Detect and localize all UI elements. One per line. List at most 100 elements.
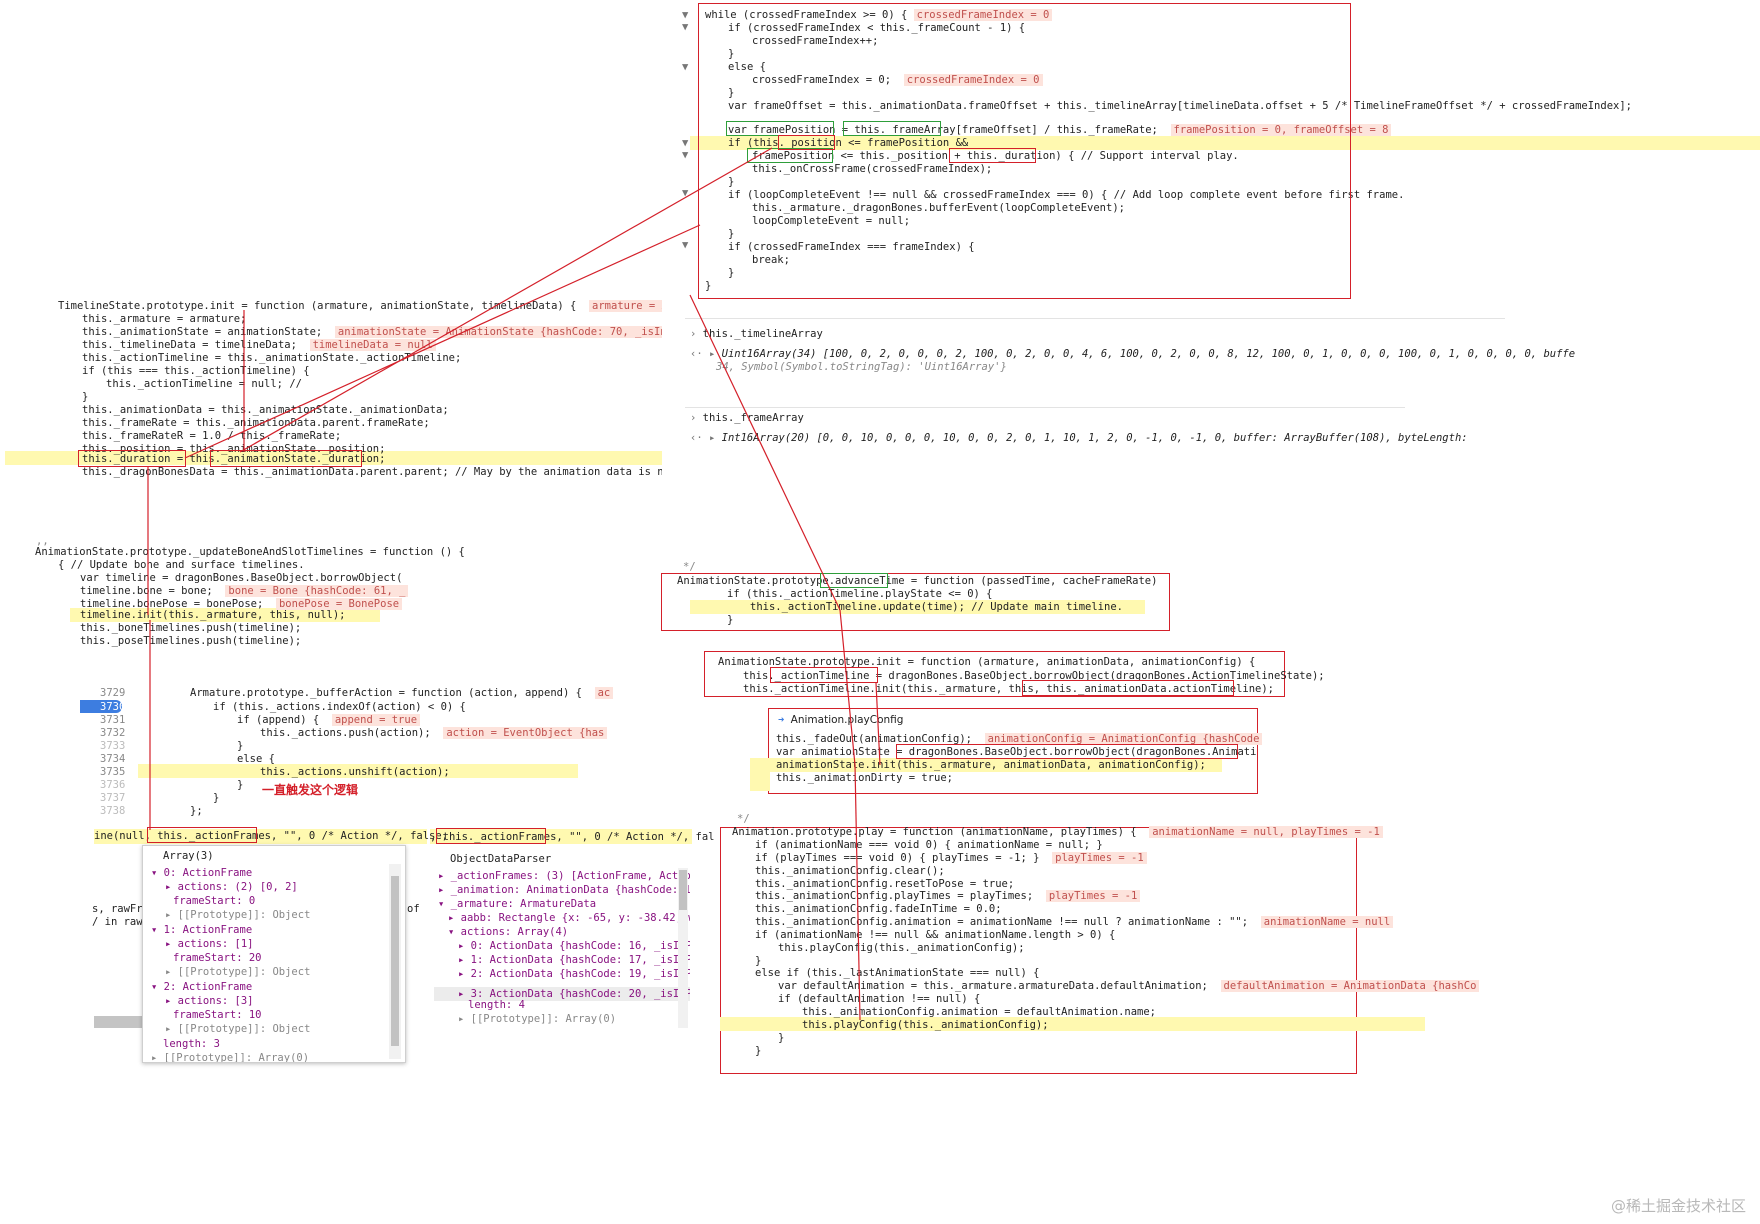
code-line: this._armature._dragonBones.bufferEvent(… <box>752 202 1125 214</box>
code-line: if (loopCompleteEvent !== null && crosse… <box>728 189 1405 201</box>
code-line: crossedFrameIndex++; <box>752 35 879 47</box>
code-line: this.playConfig(this._animationConfig); <box>778 942 1025 954</box>
code-line: , this._actionFrames, "", 0 /* Action */… <box>430 831 715 843</box>
console-result[interactable]: ‹· ▸ Int16Array(20) [0, 0, 10, 0, 0, 0, … <box>690 432 1468 444</box>
code-line: if (animationName !== null && animationN… <box>755 929 1116 941</box>
console-panel: › this._timelineArray ‹· ▸ Uint16Array(3… <box>685 322 1575 452</box>
code-line: this._timelineData = timelineData; timel… <box>82 338 436 352</box>
fold-arrow-icon[interactable]: ▼ <box>682 61 689 73</box>
code-line: animationState.init(this._armature, anim… <box>776 759 1206 771</box>
tree-item[interactable]: ▸ actions: [3] <box>165 995 254 1007</box>
tree-item[interactable]: ▸ aabb: Rectangle {x: -65, y: -38.42, w <box>448 912 690 924</box>
highlight-box-animation-data-action-timeline <box>1022 680 1234 696</box>
code-line: this.playConfig(this._animationConfig); <box>802 1019 1049 1031</box>
fold-arrow-icon[interactable]: ▼ <box>682 239 689 251</box>
code-line: timeline.bonePose = bonePose; bonePose =… <box>80 597 403 611</box>
console-expression[interactable]: › this._frameArray <box>690 412 804 424</box>
code-line: this._animationConfig.animation = animat… <box>755 915 1394 929</box>
code-line: var defaultAnimation = this._armature.ar… <box>778 979 1480 993</box>
active-line-number[interactable]: 3730 <box>100 701 126 713</box>
code-line: crossedFrameIndex = 0; crossedFrameIndex… <box>752 73 1043 87</box>
code-line: } <box>237 779 244 791</box>
parser-scrollbar-thumb[interactable] <box>679 870 687 910</box>
highlight-box-state-init <box>704 651 1285 697</box>
highlight-box-action-frames <box>147 827 257 843</box>
fold-arrow-icon[interactable]: ▼ <box>682 149 689 161</box>
code-line: this._actionTimeline = dragonBones.BaseO… <box>743 670 1325 682</box>
tree-item[interactable]: ▸ [[Prototype]]: Object <box>165 1023 311 1035</box>
tree-item[interactable]: ▸ _actionFrames: (3) [ActionFrame, Actio <box>438 870 690 882</box>
code-line: else if (this._lastAnimationState === nu… <box>755 967 1040 979</box>
tree-item[interactable]: ▸ [[Prototype]]: Array(0) <box>458 1013 617 1025</box>
console-expression[interactable]: › this._timelineArray <box>690 328 823 340</box>
tree-item: length: 3 <box>163 1038 220 1050</box>
breakpoint-marker[interactable] <box>80 700 122 713</box>
tree-item[interactable]: ▾ actions: Array(4) <box>448 926 569 938</box>
array-inspect-popup[interactable]: Array(3) ▾ 0: ActionFrame ▸ actions: (2)… <box>142 845 406 1063</box>
tree-item[interactable]: ▾ _armature: ArmatureData <box>438 898 597 910</box>
code-line: } <box>237 740 244 752</box>
code-line: } <box>213 792 220 804</box>
highlight-box-play-config <box>768 708 1258 794</box>
code-line: this._actions.push(action); action = Eve… <box>260 726 608 740</box>
highlight-box-this-duration <box>78 450 186 467</box>
code-line: AnimationState.prototype.advanceTime = f… <box>677 575 1158 587</box>
code-line: } <box>755 1045 762 1057</box>
code-line: }; <box>190 805 203 817</box>
popup-scrollbar-thumb[interactable] <box>391 876 399 1046</box>
tree-item[interactable]: ▸ [[Prototype]]: Object <box>165 909 311 921</box>
arrow-right-icon: ➜ <box>778 714 785 726</box>
fold-arrow-icon[interactable]: ▼ <box>682 187 689 199</box>
code-line: Animation.prototype.play = function (ani… <box>732 825 1383 839</box>
fold-arrow-icon[interactable]: ▼ <box>682 137 689 149</box>
code-line: this._frameRate = this._animationData.pa… <box>82 417 430 429</box>
tree-item[interactable]: ▾ 0: ActionFrame <box>151 867 253 879</box>
tree-item: frameStart: 10 <box>173 1009 262 1021</box>
code-line: this._fadeOut(animationConfig); animatio… <box>776 732 1263 746</box>
code-line: this._dragonBonesData = this._animationD… <box>82 466 662 478</box>
tree-item[interactable]: ▸ actions: [1] <box>165 938 254 950</box>
highlight-box-frame-array <box>843 121 941 136</box>
code-line: } <box>82 391 89 403</box>
code-line: this._animationData = this._animationSta… <box>82 404 449 416</box>
tree-item[interactable]: ▸ actions: (2) [0, 2] <box>165 881 298 893</box>
call-stack-frame[interactable]: ➜ Animation.playConfig <box>778 714 904 726</box>
tree-item[interactable]: ▸ _animation: AnimationData {hashCode: 1 <box>438 884 690 896</box>
code-line: if (this._position <= framePosition && <box>728 137 969 149</box>
code-line: this._animationConfig.fadeInTime = 0.0; <box>755 903 1002 915</box>
tree-item[interactable]: ▾ 2: ActionFrame <box>151 981 253 993</box>
code-line: var frameOffset = this._animationData.fr… <box>728 100 1632 112</box>
console-result[interactable]: ‹· ▸ Uint16Array(34) [100, 0, 2, 0, 0, 0… <box>690 348 1576 360</box>
fold-arrow-icon[interactable]: ▼ <box>682 9 689 21</box>
code-line: ine(null, this._actionFrames, "", 0 /* A… <box>94 830 449 842</box>
tree-item[interactable]: ▸ 2: ActionData {hashCode: 19, _isInP <box>458 968 690 980</box>
tree-item[interactable]: ▸ [[Prototype]]: Array(0) <box>151 1052 310 1063</box>
highlight-box-action-timeline <box>770 667 878 683</box>
code-line: else { <box>728 61 766 73</box>
code-line: Armature.prototype._bufferAction = funct… <box>190 686 614 700</box>
crossed-frame-code-panel: ▼ ▼ ▼ ▼ ▼ ▼ ▼ while (crossedFrameIndex >… <box>682 0 1760 310</box>
tree-item[interactable]: ▸ 1: ActionData {hashCode: 17, _isInP <box>458 954 690 966</box>
code-line: } <box>727 614 734 626</box>
parser-scrollbar[interactable] <box>678 868 688 1028</box>
code-line: var animationState = dragonBones.BaseObj… <box>776 746 1257 758</box>
tree-item[interactable]: ▾ 1: ActionFrame <box>151 924 253 936</box>
object-parser-panel: ObjectDataParser ▸ _actionFrames: (3) [A… <box>434 848 690 1028</box>
code-line: if (append) { append = true <box>237 713 421 727</box>
code-line: if (this._actionTimeline.playState <= 0)… <box>727 588 993 600</box>
buffer-action-panel: 3729 3730 3731 3732 3733 3734 3735 3736 … <box>80 682 614 822</box>
fold-arrow-icon[interactable]: ▼ <box>682 21 689 33</box>
highlight-box-position <box>778 135 835 150</box>
tree-item: frameStart: 0 <box>173 895 256 907</box>
tree-item[interactable]: ▸ [[Prototype]]: Object <box>165 966 311 978</box>
code-line: this._actionTimeline.update(time); // Up… <box>750 601 1123 613</box>
watermark: @稀土掘金技术社区 <box>1610 1197 1746 1215</box>
code-line: var timeline = dragonBones.BaseObject.bo… <box>80 572 403 584</box>
console-result: 34, Symbol(Symbol.toStringTag): 'Uint16A… <box>716 361 1007 373</box>
tree-item[interactable]: ▸ 0: ActionData {hashCode: 16, _isInP <box>458 940 690 952</box>
code-line: } <box>755 955 762 967</box>
panel-title: ObjectDataParser <box>450 853 552 865</box>
highlight-box-frame-position <box>726 121 834 136</box>
code-line: this._animationDirty = true; <box>776 772 954 784</box>
code-line: if (this._actions.indexOf(action) < 0) { <box>213 701 466 713</box>
